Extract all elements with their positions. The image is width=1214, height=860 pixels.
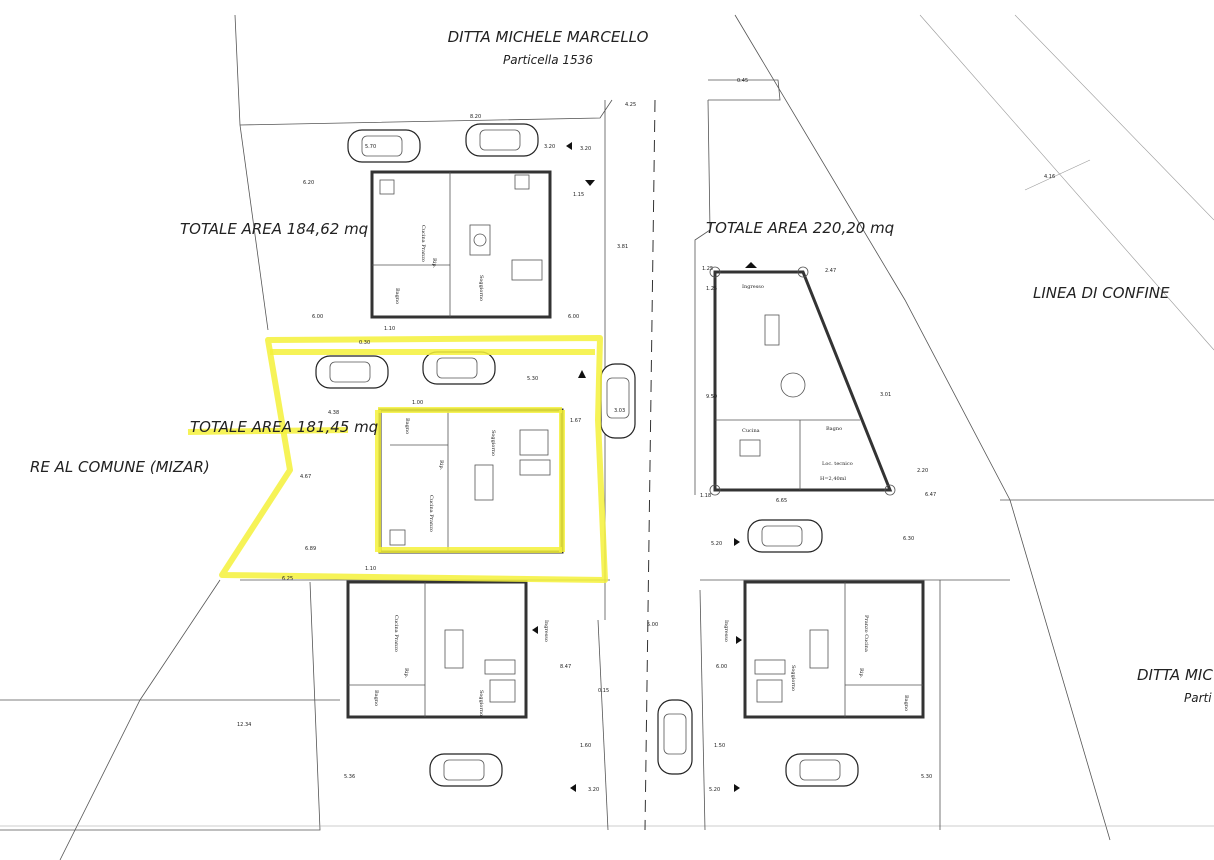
dim-label: 1.00 — [412, 400, 423, 406]
dim-label: 5.30 — [527, 376, 538, 382]
dim-label: 6.25 — [282, 576, 293, 582]
dim-label: 5.36 — [344, 774, 355, 780]
dim-label: 5.20 — [711, 541, 722, 547]
dim-label: 9.50 — [706, 394, 717, 400]
dim-label: 6.89 — [305, 546, 316, 552]
car-1 — [347, 129, 421, 163]
dim-label: 6.65 — [776, 498, 787, 504]
house-bottom-left: Cucina Pranzo Soggiorno Rip. Bagno Ingre… — [346, 580, 549, 719]
room-label-ingresso-br: Ingresso — [723, 620, 729, 642]
room-label-soggiorno-bl: Soggiorno — [478, 690, 484, 716]
dim-label: 0.30 — [359, 340, 370, 346]
room-label-cucina-pranzo: Cucina Pranzo — [420, 225, 426, 262]
east-owner-parcel: Parti — [1184, 691, 1212, 705]
room-label-pranzo-cucina-br: Pranzo Cucina — [863, 615, 869, 652]
parked-cars — [315, 123, 859, 787]
dim-label: 3.20 — [580, 146, 591, 152]
car-3 — [315, 355, 389, 389]
dim-label: 6.00 — [312, 314, 323, 320]
dim-label: 6.00 — [716, 664, 727, 670]
room-label-soggiorno-hl: Soggiorno — [490, 430, 496, 456]
left-owner-label: RE AL COMUNE (MIZAR) — [30, 458, 210, 476]
dim-label: 1.60 — [580, 743, 591, 749]
north-owner-name: DITTA MICHELE MARCELLO — [448, 28, 649, 46]
dim-label: 1.50 — [714, 743, 725, 749]
dim-label: 6.47 — [925, 492, 936, 498]
room-label-soggiorno-br: Soggiorno — [790, 665, 796, 691]
dimension-labels: 0.45 4.25 8.20 5.70 3.20 3.20 6.20 6.00 … — [237, 78, 1055, 793]
boundary-line-label: LINEA DI CONFINE — [1033, 284, 1170, 302]
area-label-highlighted: TOTALE AREA 181,45 mq — [190, 418, 378, 436]
car-8 — [429, 753, 503, 787]
dim-label: 3.03 — [614, 408, 625, 414]
car-2 — [465, 123, 539, 157]
house-right: Ingresso Cucina Bagno Loc. tecnico H=2,4… — [709, 266, 896, 496]
room-label-ingresso-right: Ingresso — [742, 284, 764, 290]
car-4 — [422, 351, 496, 385]
car-7 — [657, 699, 693, 775]
dim-label: 3.20 — [588, 787, 599, 793]
room-label-bagno-hl: Bagno — [404, 418, 410, 434]
area-label-top-left: TOTALE AREA 184,62 mq — [180, 220, 368, 238]
dim-label: 1.15 — [573, 192, 584, 198]
dim-label: 5.20 — [709, 787, 720, 793]
room-label-bagno: Bagno — [394, 288, 400, 304]
room-label-rip: Rip. — [431, 258, 437, 269]
car-9 — [785, 753, 859, 787]
room-label-bagno-right: Bagno — [826, 426, 842, 432]
parcel-boundaries — [0, 14, 1214, 860]
room-label-ingresso-bl: Ingresso — [543, 620, 549, 642]
house-top-left: Cucina Pranzo Soggiorno Rip. Bagno — [370, 170, 552, 319]
room-label-cucina-pranzo-hl: Cucina Pranzo — [428, 495, 434, 532]
house-highlighted: Cucina Pranzo Soggiorno Rip. Bagno — [378, 408, 564, 554]
dim-label: 2.20 — [917, 468, 928, 474]
room-label-loc-tecnico: Loc. tecnico — [822, 461, 853, 467]
dim-label: 5.00 — [647, 622, 658, 628]
dim-label: 2.47 — [825, 268, 836, 274]
room-label-loc-tecnico-h: H=2,40ml — [820, 476, 846, 482]
dim-label: 6.20 — [303, 180, 314, 186]
dim-label: 4.25 — [625, 102, 636, 108]
car-5 — [600, 363, 636, 439]
dim-label: 1.25 — [706, 286, 717, 292]
dim-label: 0.45 — [737, 78, 748, 84]
room-label-soggiorno: Soggiorno — [478, 275, 484, 301]
dim-label: 1.18 — [700, 493, 711, 499]
room-label-rip-br: Rip. — [858, 668, 864, 679]
north-owner-parcel: Particella 1536 — [503, 53, 593, 67]
entrance-arrows — [532, 142, 757, 792]
east-owner-label: DITTA MIC — [1137, 666, 1213, 684]
house-bottom-right: Pranzo Cucina Soggiorno Rip. Bagno Ingre… — [723, 580, 925, 719]
dim-label: 5.70 — [365, 144, 376, 150]
dim-label: 4.38 — [328, 410, 339, 416]
dim-label: 1.10 — [384, 326, 395, 332]
room-label-bagno-br: Bagno — [903, 695, 909, 711]
highlight-outline — [187, 335, 608, 583]
dim-label: 6.00 — [568, 314, 579, 320]
dim-label: 3.01 — [880, 392, 891, 398]
dim-label: 3.81 — [617, 244, 628, 250]
room-label-rip-bl: Rip. — [403, 668, 409, 679]
dim-label: 1.67 — [570, 418, 581, 424]
room-label-bagno-bl: Bagno — [373, 690, 379, 706]
dim-label: 0.15 — [598, 688, 609, 694]
room-label-rip-hl: Rip. — [438, 460, 444, 471]
dim-label: 12.34 — [237, 722, 251, 728]
room-label-cucina-right: Cucina — [742, 428, 760, 434]
dim-label: 8.47 — [560, 664, 571, 670]
dim-label: 1.25 — [702, 266, 713, 272]
dim-label: 6.30 — [903, 536, 914, 542]
area-label-right: TOTALE AREA 220,20 mq — [706, 219, 894, 237]
dim-label: 4.16 — [1044, 174, 1055, 180]
dim-label: 8.20 — [470, 114, 481, 120]
car-6 — [747, 519, 823, 553]
dim-label: 5.30 — [921, 774, 932, 780]
dim-label: 3.20 — [544, 144, 555, 150]
room-label-cucina-pranzo-bl: Cucina Pranzo — [393, 615, 399, 652]
dim-label: 4.67 — [300, 474, 311, 480]
dim-label: 1.10 — [365, 566, 376, 572]
